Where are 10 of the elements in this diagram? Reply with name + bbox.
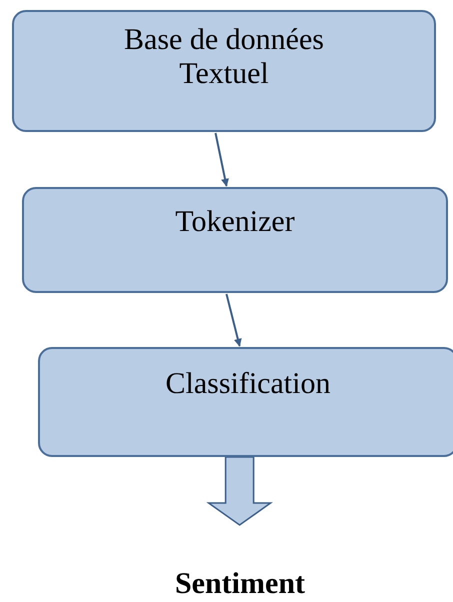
box-label: Classification <box>166 366 330 402</box>
output-label: Sentiment <box>175 566 305 602</box>
process-box <box>12 10 436 132</box>
arrow <box>226 294 242 347</box>
process-box <box>38 347 453 457</box>
box-label: Base de données Textuel <box>123 22 325 92</box>
box-label: Tokenizer <box>175 204 295 240</box>
process-box <box>22 187 448 293</box>
arrow <box>214 132 229 187</box>
block-arrow <box>206 456 273 526</box>
